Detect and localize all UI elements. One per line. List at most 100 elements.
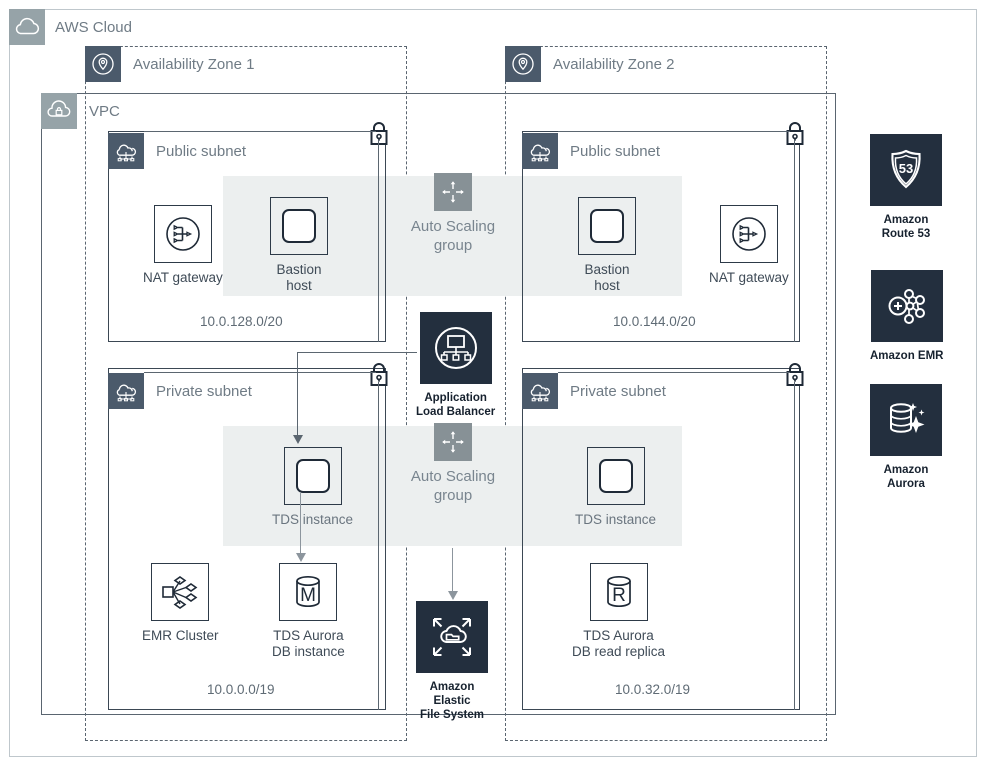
aws-cloud-group <box>9 9 977 757</box>
subnet-private-az2-label: Private subnet <box>570 382 666 400</box>
connector-arrow-az1-tds <box>293 435 303 444</box>
aws-cloud-icon <box>9 9 45 45</box>
resource-emr-cluster[interactable]: EMR Cluster <box>142 563 219 644</box>
resource-bastion-host-az2[interactable]: Bastion host <box>578 197 636 294</box>
security-lock-icon <box>783 361 807 387</box>
subnet-public-az2-cidr: 10.0.144.0/20 <box>613 314 696 329</box>
private-subnet-icon <box>522 373 558 409</box>
service-amazon-emr[interactable]: Amazon EMR <box>870 270 943 363</box>
availability-zone-2-label: Availability Zone 2 <box>553 55 675 73</box>
resource-application-load-balancer[interactable]: Application Load Balancer <box>416 312 495 419</box>
efs-label-line3: File System <box>420 709 484 721</box>
resource-aurora-db-instance[interactable]: M TDS Aurora DB instance <box>272 563 345 660</box>
bastion-host-icon <box>578 197 636 255</box>
auto-scaling-icon <box>434 423 472 461</box>
auto-scaling-group-top-label-line2: group <box>433 237 473 254</box>
alb-label-line1: Application <box>424 392 487 404</box>
resource-elastic-file-system[interactable]: Amazon Elastic File System <box>416 601 488 722</box>
lock-drop-line <box>378 140 379 342</box>
connector-arrow-aurora <box>296 553 306 562</box>
auto-scaling-group-bottom-label-line2: group <box>433 487 473 504</box>
subnet-private-az1-cidr: 10.0.0.0/19 <box>207 682 275 697</box>
lock-drop-line <box>794 382 795 710</box>
lock-drop-line <box>794 140 795 342</box>
nat-gateway-az2-label: NAT gateway <box>709 270 789 285</box>
subnet-public-az2-label: Public subnet <box>570 142 661 160</box>
aurora-service-label-line2: Aurora <box>887 478 925 490</box>
service-amazon-aurora[interactable]: Amazon Aurora <box>870 384 942 491</box>
connector-alb-to-az1 <box>297 352 417 353</box>
resource-nat-gateway-az1[interactable]: NAT gateway <box>143 205 223 286</box>
availability-zone-1-group <box>85 46 407 741</box>
connector-arrow-efs <box>448 591 458 600</box>
auto-scaling-group-top[interactable]: Auto Scaling group <box>397 173 509 255</box>
subnet-private-az2-header: Private subnet <box>522 373 666 409</box>
availability-zone-icon <box>505 46 541 82</box>
subnet-public-az1-label: Public subnet <box>156 142 247 160</box>
resource-aurora-read-replica[interactable]: R TDS Aurora DB read replica <box>572 563 665 660</box>
subnet-private-az1 <box>108 368 386 710</box>
bastion-host-az2-label-line2: host <box>594 278 620 293</box>
route53-label-line2: Route 53 <box>881 228 931 240</box>
vpc-header: VPC <box>41 93 120 129</box>
vpc-group <box>41 93 836 715</box>
bastion-host-az1-label-line2: host <box>286 278 312 293</box>
auto-scaling-group-top-label-line1: Auto Scaling <box>410 218 496 235</box>
auto-scaling-group-bottom-label-line1: Auto Scaling <box>410 468 496 485</box>
subnet-public-az1-cidr: 10.0.128.0/20 <box>200 314 283 329</box>
tds-instance-az2-label: TDS instance <box>575 512 657 527</box>
subnet-header-rule <box>144 131 376 132</box>
lock-drop-line <box>378 382 379 710</box>
aurora-icon <box>870 384 942 456</box>
service-amazon-route-53[interactable]: 53 Amazon Route 53 <box>870 134 942 241</box>
aurora-service-label-line1: Amazon <box>883 464 929 476</box>
aurora-replica-badge: R <box>612 585 626 606</box>
emr-icon <box>870 270 943 342</box>
resource-bastion-host-az1[interactable]: Bastion host <box>270 197 328 294</box>
route53-label-line1: Amazon <box>883 214 929 226</box>
subnet-header-rule <box>558 131 790 132</box>
vpc-icon <box>41 93 77 129</box>
aurora-db-instance-icon: M <box>279 563 338 621</box>
bastion-host-az2-label-line1: Bastion <box>584 262 630 277</box>
efs-label-line1: Amazon <box>429 681 475 693</box>
security-lock-icon <box>367 361 391 387</box>
nat-gateway-icon <box>719 205 778 263</box>
aurora-db-label-line2: DB instance <box>272 644 345 659</box>
private-subnet-icon <box>108 373 144 409</box>
auto-scaling-icon <box>434 173 472 211</box>
availability-zone-2-header: Availability Zone 2 <box>505 46 674 82</box>
aurora-replica-label-line2: DB read replica <box>572 644 666 659</box>
subnet-header-rule <box>144 372 376 373</box>
alb-label-line2: Load Balancer <box>416 406 496 418</box>
tds-instance-icon <box>586 447 645 505</box>
emr-cluster-icon <box>151 563 210 621</box>
subnet-public-az1-header: Public subnet <box>108 133 246 169</box>
aurora-read-replica-icon: R <box>589 563 648 621</box>
connector-asg-to-efs <box>452 548 453 593</box>
resource-tds-instance-az1[interactable]: TDS instance <box>272 447 353 528</box>
vpc-label: VPC <box>89 102 120 120</box>
aurora-db-badge: M <box>300 585 316 606</box>
public-subnet-icon <box>522 133 558 169</box>
auto-scaling-group-bottom[interactable]: Auto Scaling group <box>397 423 509 505</box>
public-subnet-icon <box>108 133 144 169</box>
tds-instance-az1-label: TDS instance <box>272 512 354 527</box>
availability-zone-2-group <box>505 46 827 741</box>
emr-cluster-label: EMR Cluster <box>142 628 219 643</box>
bastion-host-az1-label-line1: Bastion <box>276 262 322 277</box>
availability-zone-1-label: Availability Zone 1 <box>133 55 255 73</box>
subnet-public-az2-header: Public subnet <box>522 133 660 169</box>
subnet-private-az2-cidr: 10.0.32.0/19 <box>615 682 691 697</box>
security-lock-icon <box>367 120 391 146</box>
resource-tds-instance-az2[interactable]: TDS instance <box>575 447 656 528</box>
availability-zone-icon <box>85 46 121 82</box>
resource-nat-gateway-az2[interactable]: NAT gateway <box>709 205 789 286</box>
nat-gateway-az1-label: NAT gateway <box>143 270 223 285</box>
route53-badge: 53 <box>899 161 913 176</box>
application-load-balancer-icon <box>419 312 492 384</box>
subnet-private-az2 <box>522 368 800 710</box>
efs-icon <box>416 601 488 673</box>
aurora-db-label-line1: TDS Aurora <box>273 628 344 643</box>
